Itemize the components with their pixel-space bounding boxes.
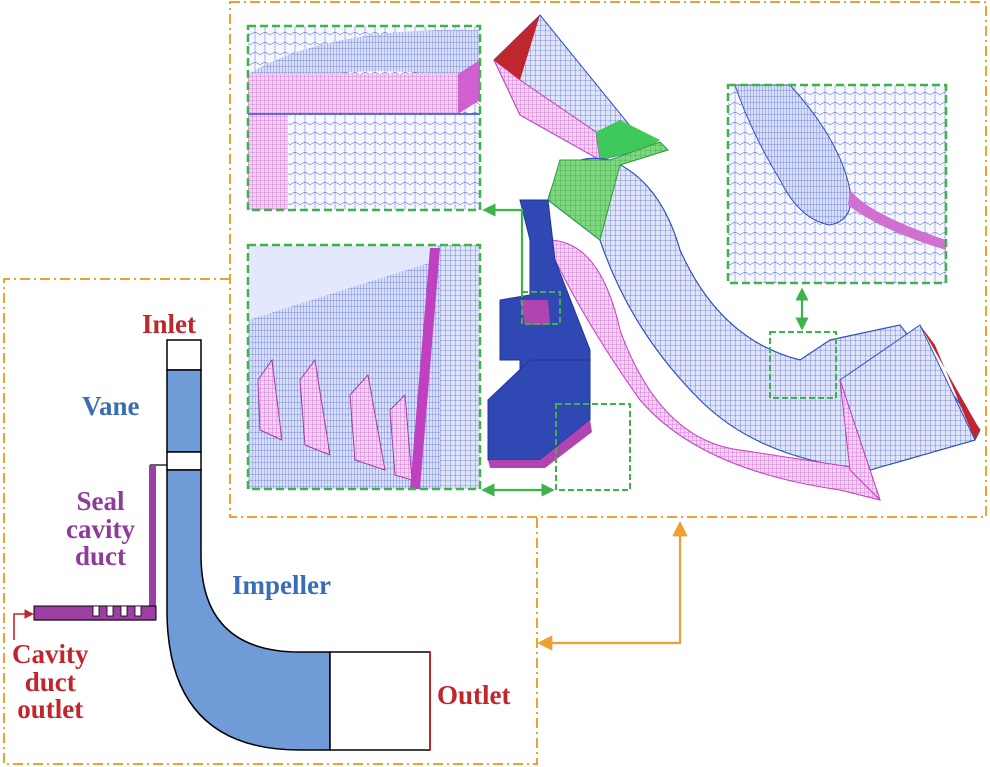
orange-connector-arrow [536, 520, 688, 651]
impeller-region [166, 469, 331, 751]
schematic-2d [13, 339, 431, 751]
frame-schematic [3, 278, 538, 765]
seal-cavity-duct-label-line-2: cavity [66, 513, 135, 544]
seal-cavity-duct-label-line-1: Seal [76, 486, 125, 516]
cavity-duct-outlet-label-line-2: duct [24, 666, 76, 697]
detail-box-seal [521, 291, 561, 325]
seal-cavity-duct-label-line-3: duct [74, 541, 126, 572]
vane-label: Vane [82, 391, 140, 421]
zoom-panel-top-left [246, 24, 482, 212]
inlet-label: Inlet [142, 309, 196, 339]
seal-cavity-duct-label: Seal cavity duct [66, 486, 135, 572]
cavity-duct-outlet-label-line-3: outlet [17, 694, 84, 725]
detail-box-tip [769, 331, 837, 399]
outlet-label: Outlet [437, 680, 511, 710]
detail-box-teeth [555, 403, 631, 491]
frame-mesh-overview [229, 1, 987, 518]
inlet-region [166, 339, 202, 371]
zoom-panel-right [726, 83, 948, 285]
cavity-duct-outlet-label-line-1: Cavity [12, 639, 89, 669]
vane-region [166, 369, 202, 453]
impeller-label: Impeller [232, 570, 331, 600]
green-connector-arrows [481, 203, 809, 497]
cavity-duct-outlet-label: Cavity duct outlet [12, 639, 89, 725]
outlet-region [329, 651, 431, 751]
gap-region [166, 451, 202, 471]
mesh-3d-overview [487, 14, 981, 501]
zoom-panel-bottom-left [246, 243, 482, 491]
